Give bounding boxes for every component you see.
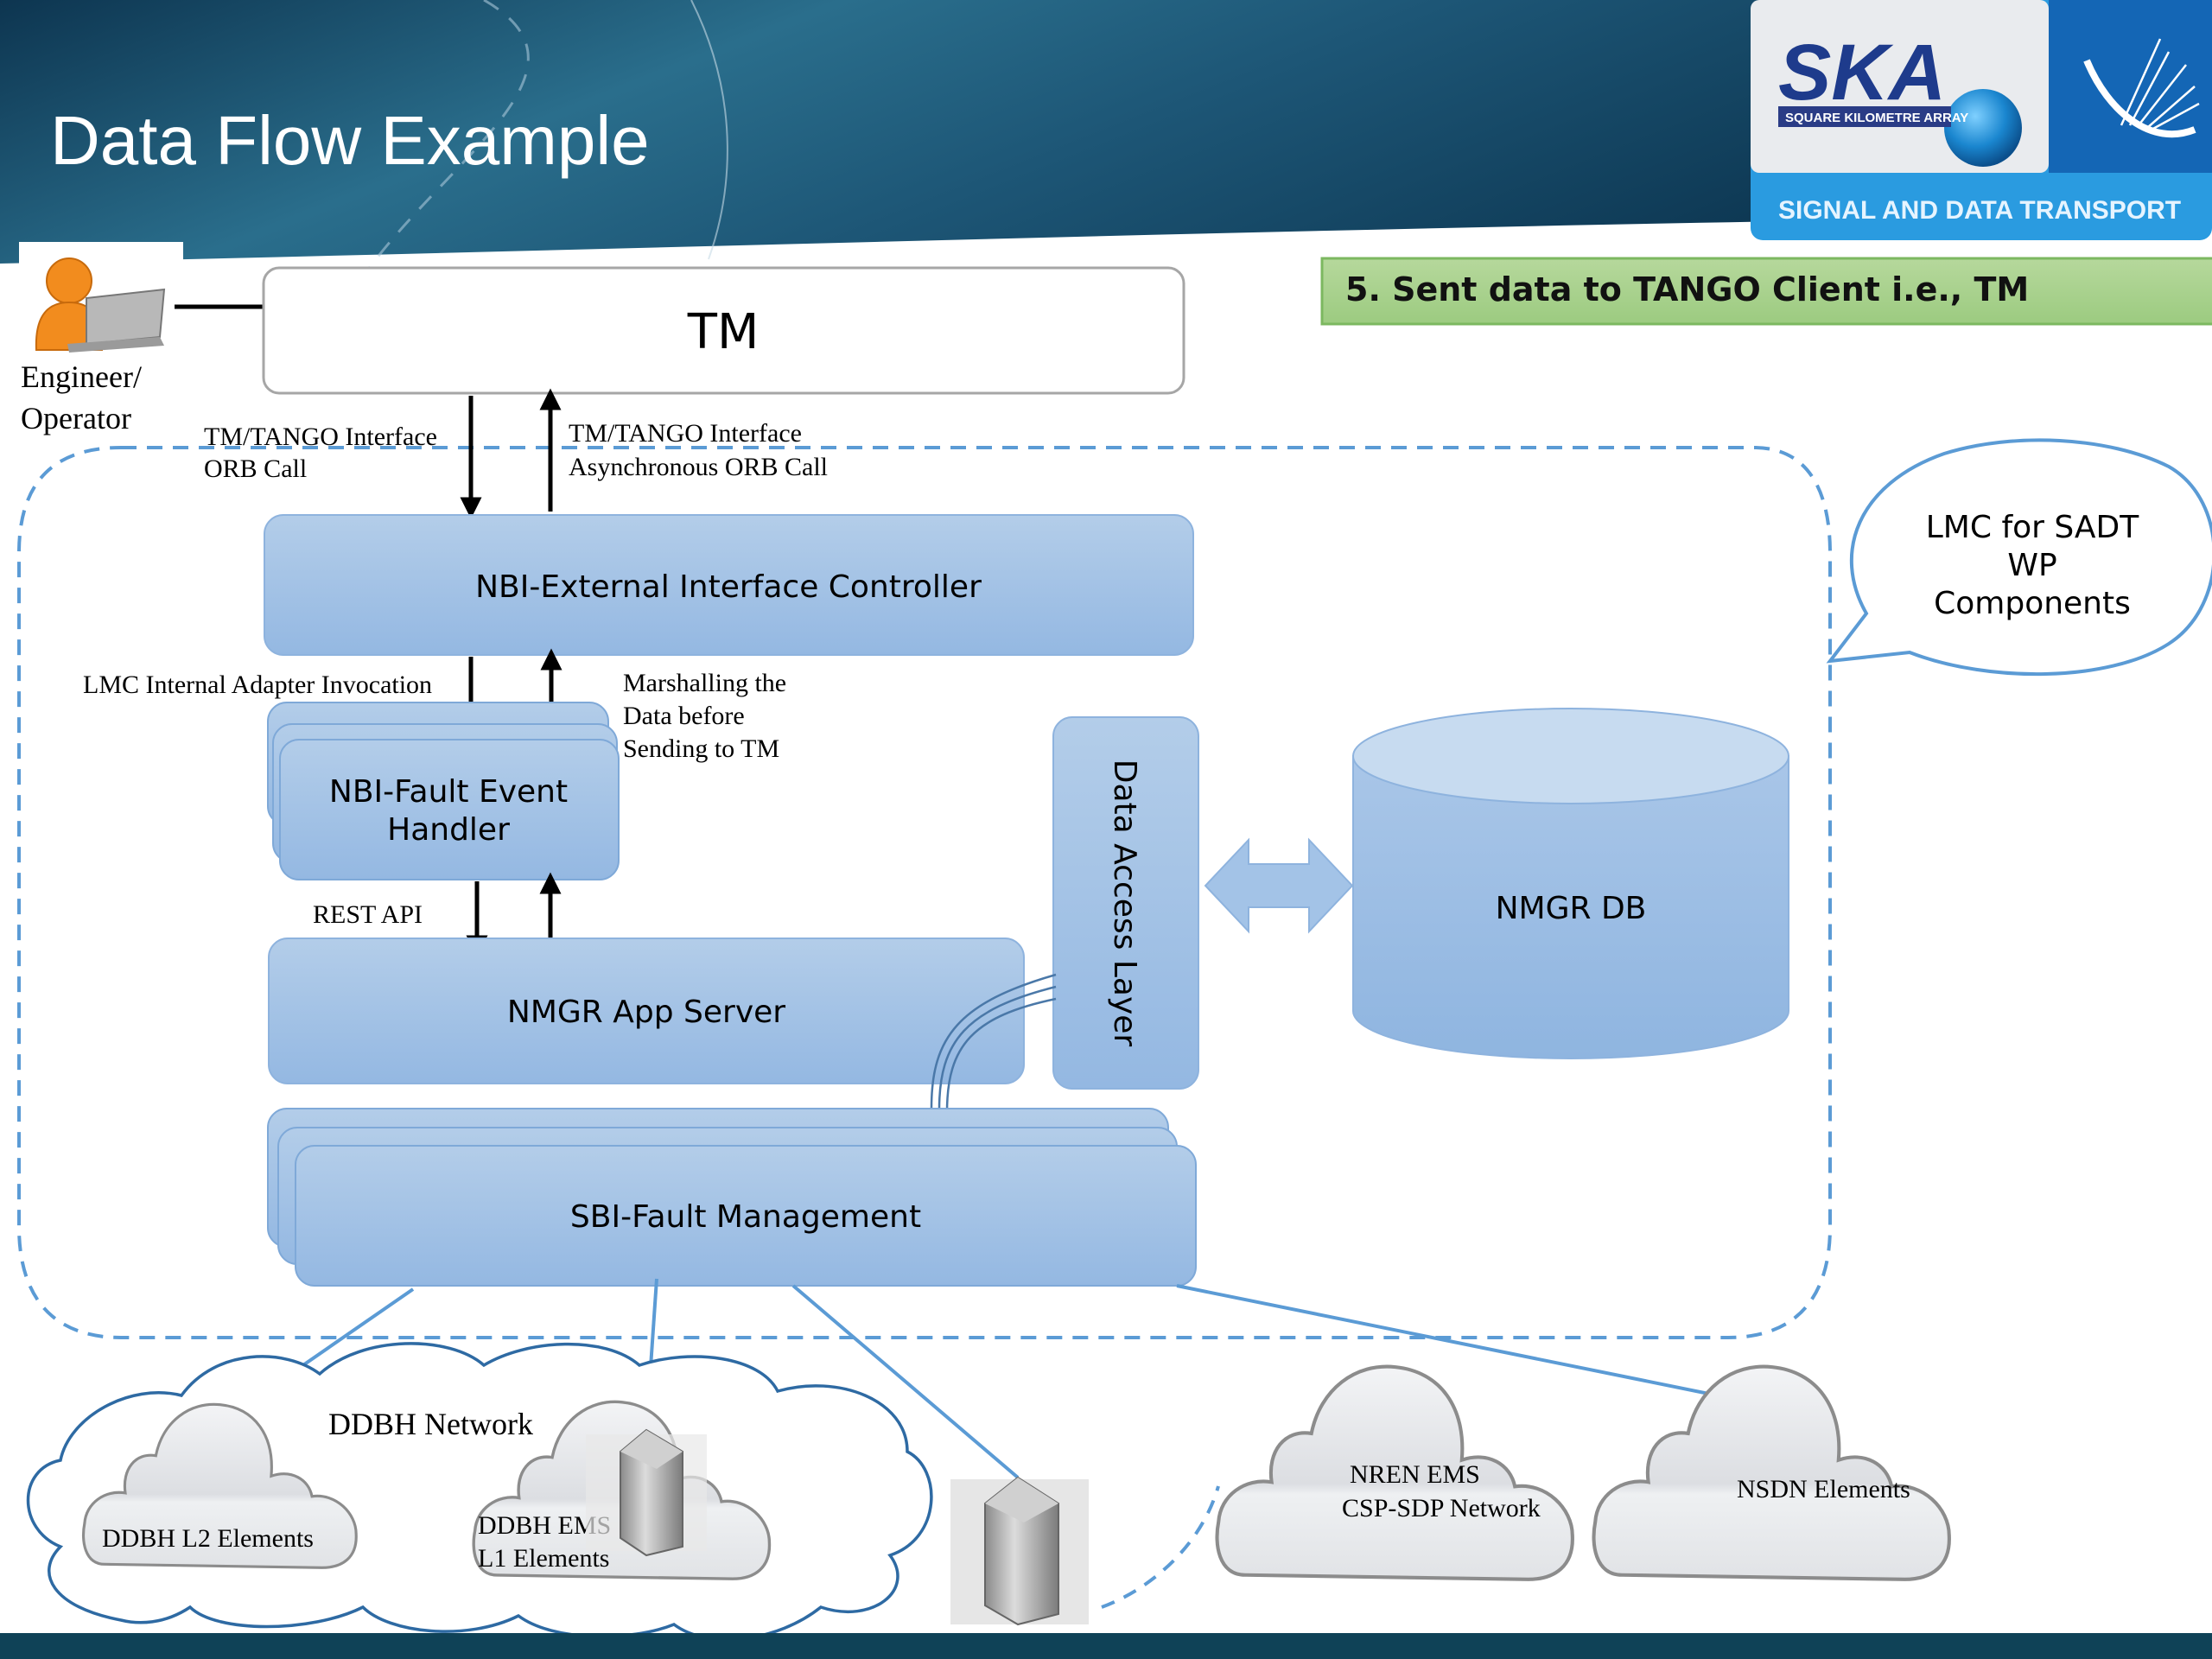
nbi-feh-label-1: NBI-Fault Event: [329, 774, 568, 810]
bubble-line-1: LMC for SADT: [1926, 510, 2140, 545]
nmgr-db-label: NMGR DB: [1496, 891, 1647, 926]
marshalling-label-2: Data before: [623, 702, 745, 730]
nsdn-label: NSDN Elements: [1737, 1475, 1910, 1503]
async-call-label-2: Asynchronous ORB Call: [569, 453, 828, 481]
ddbh-network-label: DDBH Network: [328, 1407, 533, 1441]
lmc-boundary: [17, 446, 1832, 1339]
nmgr-app-block[interactable]: [268, 938, 1025, 1084]
bubble-line-3: Components: [1934, 586, 2131, 621]
lmc-adapter-label: LMC Internal Adapter Invocation: [83, 671, 432, 699]
sbi-fm-block[interactable]: [267, 1108, 1197, 1287]
nbi-eic-label: NBI-External Interface Controller: [475, 569, 982, 605]
nren-label-2: CSP-SDP Network: [1342, 1494, 1541, 1522]
marshalling-label-3: Sending to TM: [623, 734, 779, 763]
nsdn-cloud: [1594, 1367, 1949, 1580]
bubble-line-2: WP: [2007, 548, 2056, 583]
operator-label-2: Operator: [21, 401, 131, 435]
step-callout: 5. Sent data to TANGO Client i.e., TM: [1320, 257, 2212, 326]
nbi-eic-block[interactable]: [264, 514, 1194, 656]
dal-db-double-arrow: [1204, 837, 1354, 934]
orb-call-label-2: ORB Call: [204, 454, 307, 483]
ska-tagline: SQUARE KILOMETRE ARRAY: [1785, 111, 1968, 125]
marshalling-label-1: Marshalling the: [623, 669, 786, 697]
async-call-label-1: TM/TANGO Interface: [569, 419, 802, 448]
dal-label: Data Access Layer: [1107, 760, 1142, 1047]
nmgr-app-label: NMGR App Server: [507, 995, 785, 1030]
operator-label-1: Engineer/: [21, 359, 142, 394]
ddbh-server-icon: [586, 1428, 707, 1557]
orb-call-label-1: TM/TANGO Interface: [204, 423, 437, 451]
tm-block[interactable]: [262, 266, 1185, 395]
operator-icon: [19, 242, 264, 354]
step-callout-text: 5. Sent data to TANGO Client i.e., TM: [1345, 270, 2029, 308]
dal-link-cable: [930, 973, 1057, 1113]
server-nren-dashed-link: [1101, 1485, 1220, 1609]
nmgr-db-cylinder[interactable]: [1352, 708, 1789, 1059]
ska-brand: SKA: [1778, 29, 1946, 117]
slide-title: Data Flow Example: [50, 102, 650, 179]
lmc-speech-bubble: [1826, 438, 2212, 677]
ska-sphere-icon: [1944, 89, 2022, 167]
nbi-feh-block[interactable]: [267, 702, 620, 880]
nbi-feh-label-2: Handler: [387, 812, 510, 848]
nren-label-1: NREN EMS: [1350, 1460, 1480, 1489]
sbi-fm-label: SBI-Fault Management: [570, 1199, 921, 1235]
footer-band: [0, 1633, 2212, 1659]
header-band: [0, 0, 2212, 277]
ska-logo: SKA SQUARE KILOMETRE ARRAY SIGNAL AND DA…: [1751, 0, 2212, 240]
tm-label: TM: [687, 304, 760, 360]
rest-api-label: REST API: [313, 900, 423, 929]
sbi-links: [249, 1278, 1739, 1479]
ddbh-l2-label: DDBH L2 Elements: [102, 1524, 314, 1553]
dal-block[interactable]: [1052, 716, 1199, 1090]
standalone-server-icon: [950, 1476, 1089, 1626]
ska-subtitle: SIGNAL AND DATA TRANSPORT: [1778, 196, 2181, 225]
